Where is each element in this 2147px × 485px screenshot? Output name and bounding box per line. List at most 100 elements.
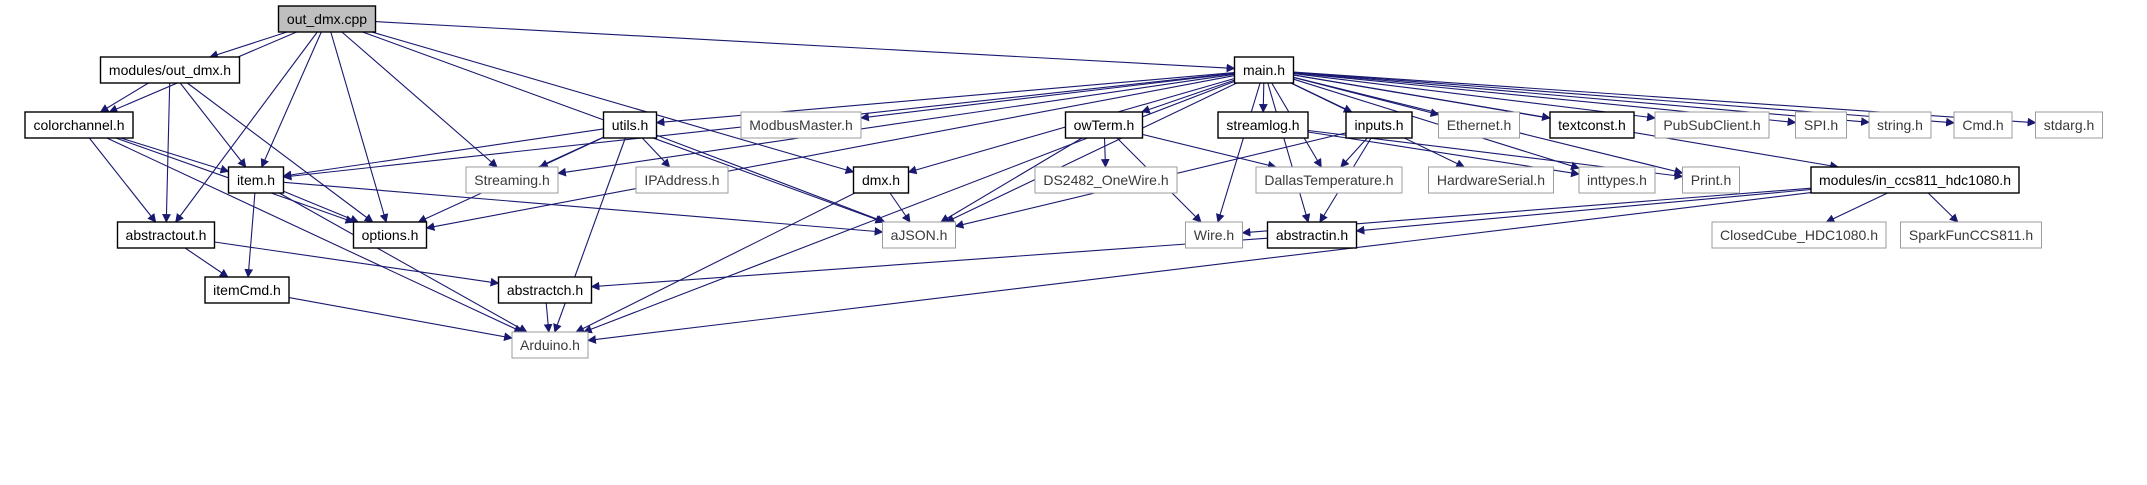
node-out-dmx-h[interactable]: modules/out_dmx.h <box>99 56 241 84</box>
node-box <box>1549 111 1635 139</box>
node-ajson-h: aJSON.h <box>882 221 956 249</box>
node-label: SparkFunCCS811.h <box>1909 227 2033 243</box>
node-box <box>1255 166 1403 194</box>
node-box <box>1900 221 2042 249</box>
edge-main_h-to-abstractin_h <box>1267 82 1311 223</box>
edge-dmx_h-to-arduino_h <box>575 192 856 333</box>
edge-colorchannel_h-to-arduino_h <box>106 137 523 333</box>
edge-in_ccs811_h-to-sparkfun_h <box>1927 192 1959 223</box>
node-label: inttypes.h <box>1587 172 1647 188</box>
node-box <box>1953 111 2013 139</box>
edge-colorchannel_h-to-item_h <box>120 137 230 174</box>
node-label: itemCmd.h <box>213 282 281 298</box>
edge-abstractin_h-to-abstractch_h <box>590 237 1268 291</box>
node-abstractch-h[interactable]: abstractch.h <box>497 276 593 304</box>
node-owterm-h[interactable]: owTerm.h <box>1064 111 1144 139</box>
edge-item_h-to-options_h <box>283 190 360 224</box>
node-label: aJSON.h <box>891 227 948 243</box>
node-label: string.h <box>1877 117 1923 133</box>
node-in-ccs811-h[interactable]: modules/in_ccs811_hdc1080.h <box>1810 166 2020 194</box>
node-label: Cmd.h <box>1962 117 2003 133</box>
node-label: SPI.h <box>1804 117 1838 133</box>
node-box <box>635 166 729 194</box>
node-box <box>882 221 956 249</box>
node-label: out_dmx.cpp <box>287 11 367 27</box>
node-box <box>227 166 285 194</box>
node-box <box>1682 166 1740 194</box>
node-label: owTerm.h <box>1074 117 1135 133</box>
edge-dmx_h-to-ajson_h <box>889 192 911 223</box>
node-label: dmx.h <box>862 172 900 188</box>
node-label: DallasTemperature.h <box>1264 172 1393 188</box>
node-box <box>1868 111 1932 139</box>
edge-utils_h-to-ajson_h <box>656 134 886 224</box>
node-abstractin-h[interactable]: abstractin.h <box>1266 221 1358 249</box>
node-box <box>99 56 241 84</box>
node-label: HardwareSerial.h <box>1437 172 1545 188</box>
edge-main_h-to-inttypes_h <box>1293 78 1580 171</box>
node-box <box>1795 111 1847 139</box>
edge-out_dmx_cpp-to-main_h <box>375 21 1236 73</box>
node-label: Print.h <box>1691 172 1731 188</box>
edge-utils_h-to-item_h <box>282 128 604 180</box>
node-label: Wire.h <box>1194 227 1234 243</box>
nodes-layer: out_dmx.cpp modules/out_dmx.h main.h colorc… <box>24 5 2103 359</box>
edge-out_dmx_h-to-colorchannel_h <box>99 82 149 113</box>
node-box <box>497 276 593 304</box>
edge-main_h-to-modbusmaster_h <box>860 72 1235 122</box>
node-box <box>1428 166 1554 194</box>
edge-in_ccs811_h-to-closedcube_h <box>1825 192 1888 223</box>
node-label: Streaming.h <box>474 172 549 188</box>
node-inttypes-h: inttypes.h <box>1578 166 1656 194</box>
edge-colorchannel_h-to-abstractout_h <box>88 137 157 223</box>
node-label: modules/out_dmx.h <box>109 62 231 78</box>
node-box <box>852 166 910 194</box>
node-options-h[interactable]: options.h <box>352 221 428 249</box>
node-box <box>1064 111 1144 139</box>
edge-main_h-to-wire_h <box>1215 82 1261 223</box>
node-abstractout-h[interactable]: abstractout.h <box>116 221 216 249</box>
node-box <box>277 5 377 33</box>
edge-main_h-to-owterm_h <box>1140 79 1235 114</box>
node-string-h: string.h <box>1868 111 1932 139</box>
node-box <box>1266 221 1358 249</box>
edge-owterm_h-to-ds2482_h <box>1100 137 1110 168</box>
node-box <box>2035 111 2103 139</box>
edge-out_dmx_cpp-to-item_h <box>260 31 322 168</box>
node-label: inputs.h <box>1354 117 1403 133</box>
node-itemcmd-h[interactable]: itemCmd.h <box>204 276 290 304</box>
node-dmx-h[interactable]: dmx.h <box>852 166 910 194</box>
node-box <box>1438 111 1520 139</box>
node-label: options.h <box>362 227 419 243</box>
node-main-h[interactable]: main.h <box>1233 56 1295 84</box>
node-colorchannel-h[interactable]: colorchannel.h <box>24 111 134 139</box>
node-label: IPAddress.h <box>644 172 719 188</box>
node-box <box>1345 111 1413 139</box>
node-box <box>352 221 428 249</box>
node-ds2482-h: DS2482_OneWire.h <box>1034 166 1178 194</box>
node-print-h: Print.h <box>1682 166 1740 194</box>
node-label: PubSubClient.h <box>1663 117 1760 133</box>
node-label: DS2482_OneWire.h <box>1043 172 1168 188</box>
edge-main_h-to-streaming_h <box>557 73 1235 177</box>
node-out-dmx-cpp[interactable]: out_dmx.cpp <box>277 5 377 33</box>
edge-main_h-to-string_h <box>1293 72 1870 127</box>
node-dallastemp-h: DallasTemperature.h <box>1255 166 1403 194</box>
edge-out_dmx_cpp-to-streaming_h <box>341 31 498 168</box>
node-label: utils.h <box>612 117 649 133</box>
node-label: stdarg.h <box>2044 117 2095 133</box>
node-ethernet-h: Ethernet.h <box>1438 111 1520 139</box>
edge-item_h-to-ajson_h <box>283 181 884 236</box>
edge-in_ccs811_h-to-abstractin_h <box>1355 188 1812 235</box>
node-item-h[interactable]: item.h <box>227 166 285 194</box>
node-box <box>1185 221 1243 249</box>
node-box <box>602 111 658 139</box>
node-textconst-h[interactable]: textconst.h <box>1549 111 1635 139</box>
edge-itemcmd_h-to-arduino_h <box>288 297 513 342</box>
node-utils-h[interactable]: utils.h <box>602 111 658 139</box>
node-label: main.h <box>1243 62 1285 78</box>
node-streamlog-h[interactable]: streamlog.h <box>1217 111 1309 139</box>
node-inputs-h[interactable]: inputs.h <box>1345 111 1413 139</box>
node-label: ClosedCube_HDC1080.h <box>1720 227 1878 243</box>
